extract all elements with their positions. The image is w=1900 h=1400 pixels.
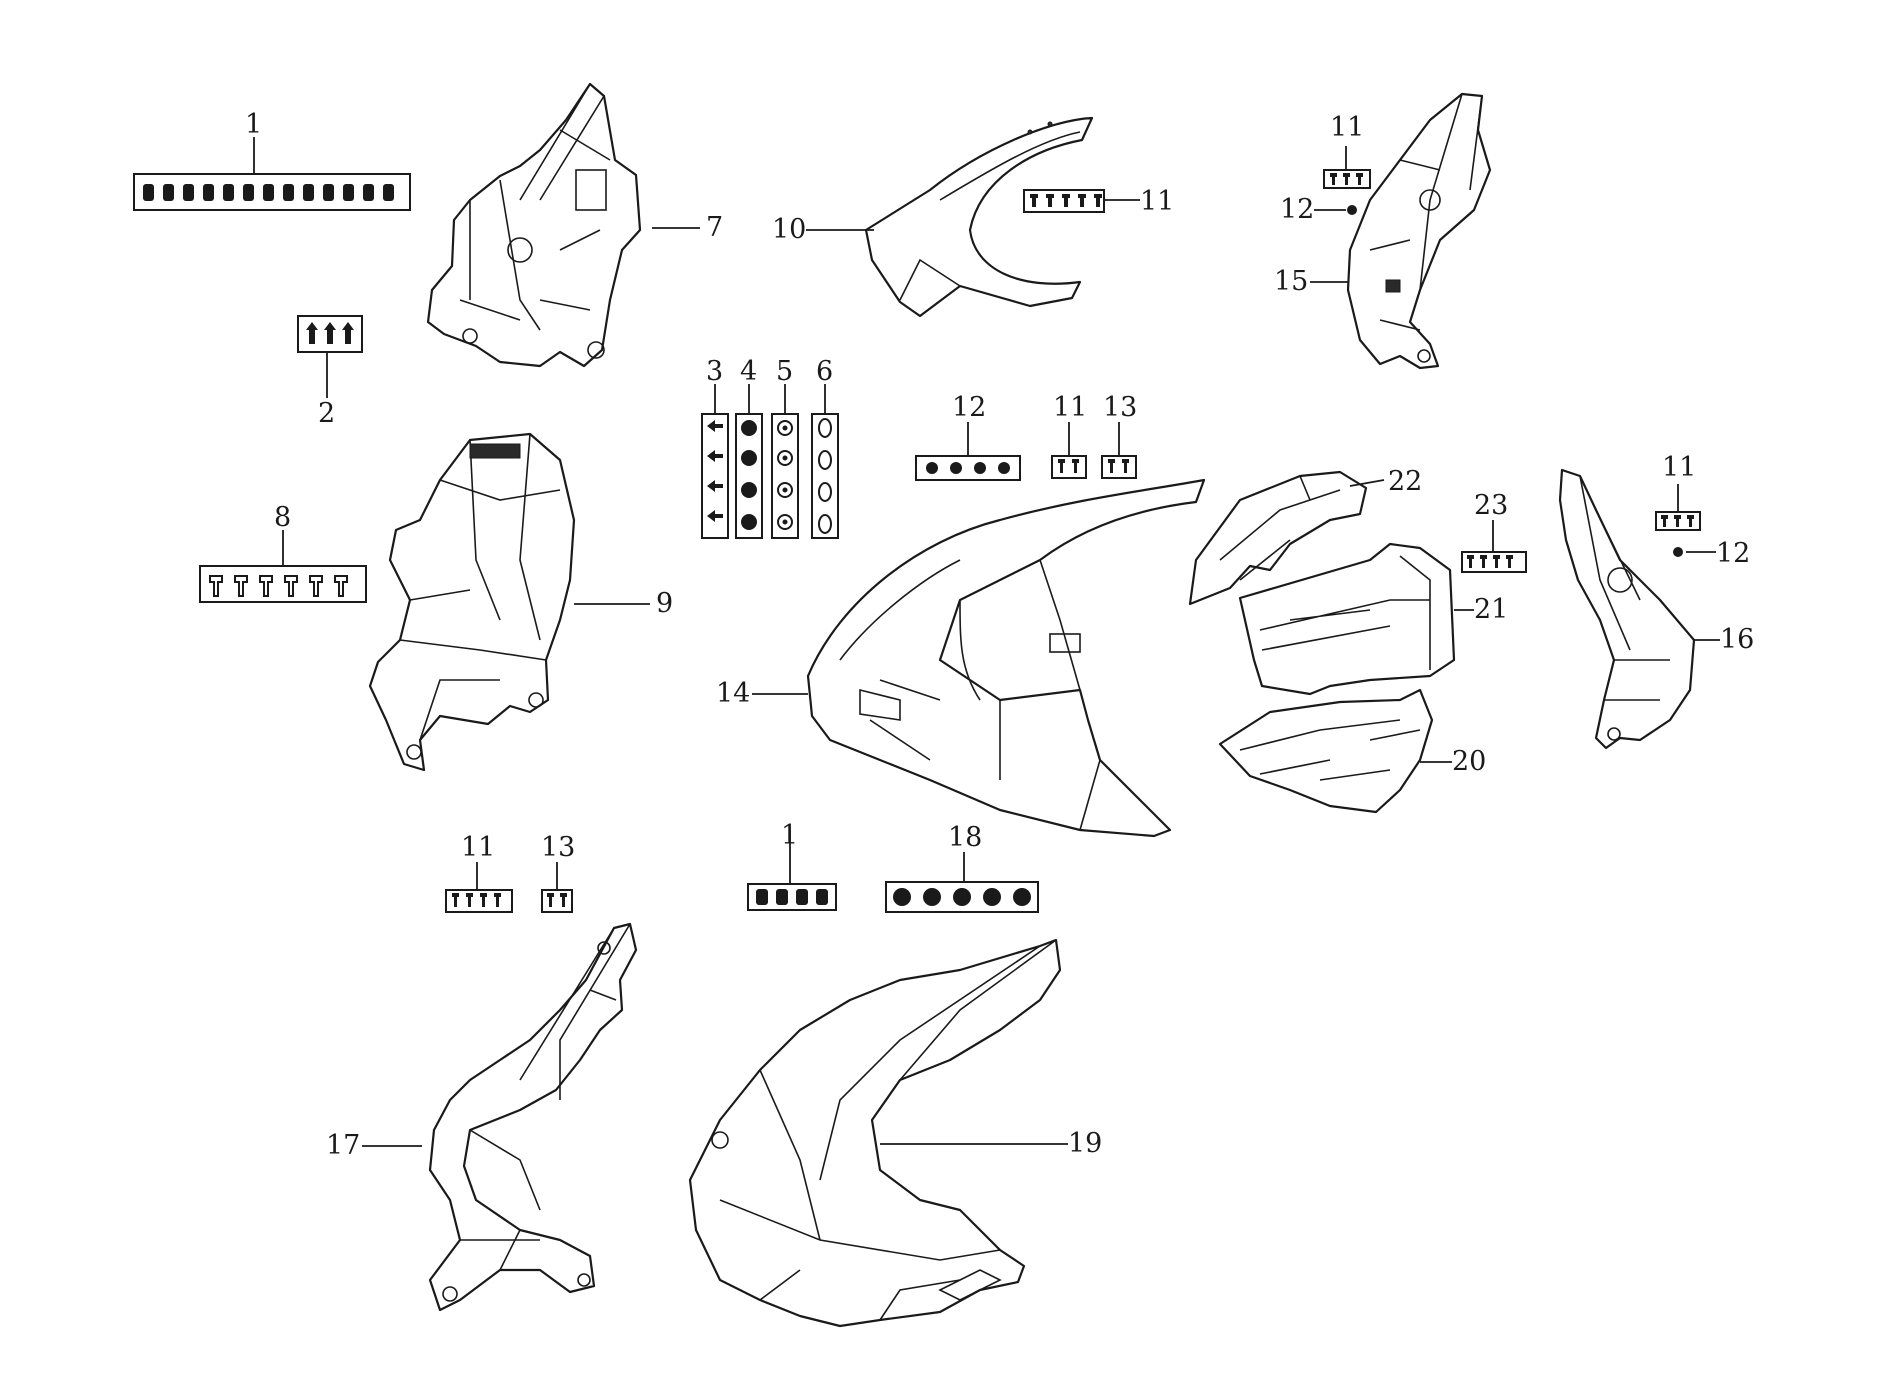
fastener-strip-13-a[interactable]: 13	[1101, 392, 1137, 479]
top-shell-10[interactable]: 10	[772, 116, 1094, 318]
upper-bracket-7[interactable]: 7	[426, 82, 723, 368]
callout-21: 21	[1474, 594, 1508, 625]
callout-12-b: 12	[952, 392, 986, 423]
callout-17: 17	[326, 1130, 360, 1161]
callout-3: 3	[706, 356, 723, 387]
callout-11-c: 11	[1053, 392, 1087, 423]
callout-13-b: 13	[541, 832, 575, 863]
front-cowl-14[interactable]: 14	[716, 478, 1206, 838]
fastener-strip-1-bottom[interactable]: 1	[747, 820, 837, 911]
side-panel-16[interactable]: 16	[1558, 468, 1754, 750]
callout-20: 20	[1452, 746, 1486, 777]
fastener-strip-11-e[interactable]: 11	[445, 832, 513, 913]
callout-16: 16	[1720, 624, 1754, 655]
fastener-strip-11-b[interactable]: 11	[1323, 112, 1371, 189]
fastener-strip-11-a[interactable]: 11	[1023, 186, 1174, 217]
side-panel-15[interactable]: 15	[1274, 92, 1492, 370]
inner-frame-9[interactable]: 9	[368, 432, 673, 772]
callout-23: 23	[1474, 490, 1508, 521]
fastener-strip-11-d[interactable]: 11	[1655, 452, 1701, 531]
callout-6: 6	[816, 356, 833, 387]
fastener-strip-11-c[interactable]: 11	[1051, 392, 1087, 479]
callout-1-bottom: 1	[781, 820, 798, 851]
fastener-strip-5[interactable]: 5	[771, 356, 799, 539]
callout-5: 5	[776, 356, 793, 387]
callout-9: 9	[656, 588, 673, 619]
fastener-strip-18[interactable]: 18	[885, 822, 1039, 913]
side-panel-17[interactable]: 17	[326, 922, 638, 1312]
upper-inner-cover-22[interactable]: 22	[1188, 466, 1422, 606]
callout-11-e: 11	[461, 832, 495, 863]
callout-11-a: 11	[1140, 186, 1174, 217]
clip-12-a[interactable]: 12	[1280, 194, 1357, 225]
fastener-strip-8[interactable]: 8	[199, 502, 367, 603]
callout-10: 10	[772, 214, 806, 245]
fastener-strip-1-top[interactable]: 1	[133, 109, 411, 211]
lower-cowl-19[interactable]: 19	[688, 938, 1102, 1328]
fastener-strip-2[interactable]: 2	[297, 315, 363, 429]
callout-18: 18	[948, 822, 982, 853]
fastener-strip-12-b[interactable]: 12	[915, 392, 1021, 481]
callout-7: 7	[706, 212, 723, 243]
fastener-strip-6[interactable]: 6	[811, 356, 839, 539]
callout-2: 2	[318, 398, 335, 429]
fastener-strip-3[interactable]: 3	[701, 356, 729, 539]
callout-12-c: 12	[1716, 538, 1750, 569]
clip-12-c[interactable]: 12	[1673, 538, 1750, 569]
callout-15: 15	[1274, 266, 1308, 297]
callout-1-top: 1	[245, 109, 262, 140]
callout-8: 8	[274, 502, 291, 533]
fastener-strip-4[interactable]: 4	[735, 356, 763, 539]
lower-inner-cover-20[interactable]: 20	[1218, 688, 1486, 814]
callout-11-b: 11	[1330, 112, 1364, 143]
callout-14: 14	[716, 678, 750, 709]
callout-13-a: 13	[1103, 392, 1137, 423]
callout-11-d: 11	[1662, 452, 1696, 483]
fastener-strip-13-b[interactable]: 13	[541, 832, 575, 913]
callout-4: 4	[740, 356, 757, 387]
callout-19: 19	[1068, 1128, 1102, 1159]
fastener-strip-23[interactable]: 23	[1461, 490, 1527, 573]
storage-tray-21[interactable]: 21	[1238, 542, 1508, 696]
callout-12-a: 12	[1280, 194, 1314, 225]
callout-22: 22	[1388, 466, 1422, 497]
